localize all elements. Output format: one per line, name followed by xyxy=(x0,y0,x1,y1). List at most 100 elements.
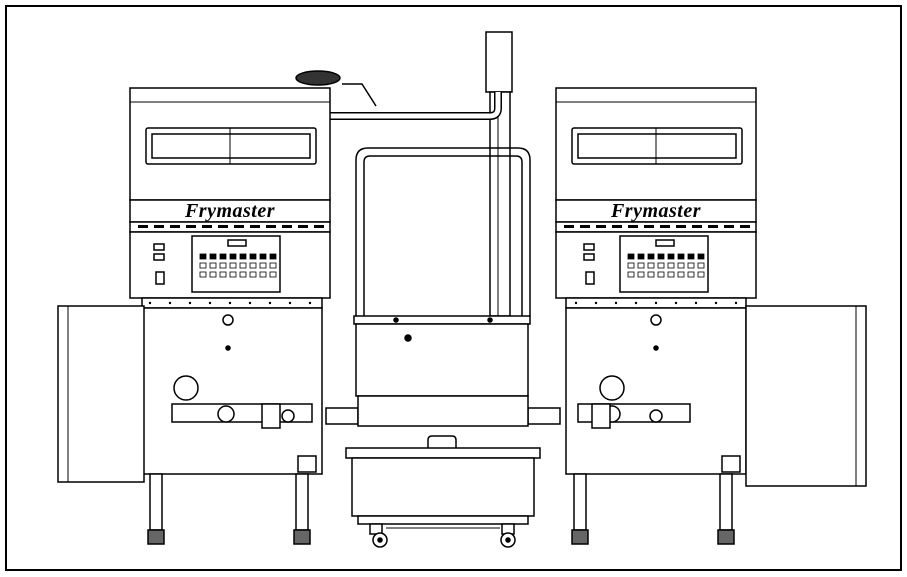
fryer-right-brand: Frymaster xyxy=(610,200,701,222)
fryer-left-key xyxy=(239,253,247,260)
fryer-right-key xyxy=(697,253,705,260)
fryer-right-gauge xyxy=(599,375,625,401)
fryer-right-screw xyxy=(674,301,678,305)
fryer-left-key xyxy=(269,253,277,260)
fryer-left-screw xyxy=(308,301,312,305)
fryer-left-box xyxy=(297,455,317,473)
fryer-left-vent-slot xyxy=(154,225,164,228)
fryer-left-switch-b xyxy=(153,253,165,261)
cart-body xyxy=(355,323,529,397)
fryer-right: Frymaster xyxy=(555,87,867,545)
filter-pan-handle xyxy=(427,435,457,448)
fryer-right-key xyxy=(687,262,695,269)
fryer-left-vent-slot xyxy=(186,225,196,228)
fryer-right-key xyxy=(657,262,665,269)
fryer-left-gauge xyxy=(173,375,199,401)
fryer-right-screw xyxy=(654,301,658,305)
fryer-left-vent-slot xyxy=(218,225,228,228)
fryer-left-vent-slot xyxy=(282,225,292,228)
fryer-right-switch-b xyxy=(583,253,595,261)
fryer-left-screw xyxy=(148,301,152,305)
fryer-right-vent-slot xyxy=(628,225,638,228)
fryer-right-vent-slot xyxy=(580,225,590,228)
fryer-right-screw xyxy=(734,301,738,305)
fryer-right-key xyxy=(667,253,675,260)
fryer-right-cabinet xyxy=(565,307,747,475)
fryer-left-leg xyxy=(149,473,163,531)
fryer-left-coupler xyxy=(281,409,295,423)
fryer-left-key xyxy=(229,253,237,260)
fryer-right-key xyxy=(657,271,665,278)
filter-pan-rim xyxy=(345,447,541,459)
cart-fastener xyxy=(404,334,412,342)
fryer-left-key xyxy=(199,271,207,278)
tower-top-box xyxy=(485,31,513,93)
fryer-right-leg xyxy=(719,473,733,531)
fryer-left-valve xyxy=(217,405,235,423)
fryer-left-screw xyxy=(268,301,272,305)
fryer-left-display xyxy=(227,239,247,247)
cart-arm-right xyxy=(527,407,561,425)
fryer-right-power-switch xyxy=(585,271,595,285)
fryer-left-key xyxy=(199,253,207,260)
fryer-left-vent-slot xyxy=(266,225,276,228)
fryer-left-key xyxy=(229,262,237,269)
fryer-left-key xyxy=(219,253,227,260)
fryer-left-key xyxy=(229,271,237,278)
fryer-right-port xyxy=(650,314,662,326)
fryer-left-switch-a xyxy=(153,243,165,251)
cart-screw xyxy=(393,317,399,323)
fryer-right-key xyxy=(647,262,655,269)
fryer-left-power-switch xyxy=(155,271,165,285)
fryer-right-key xyxy=(677,271,685,278)
fryer-right-display xyxy=(655,239,675,247)
fryer-left-key xyxy=(249,262,257,269)
fryer-right-key xyxy=(647,253,655,260)
fryer-left-port xyxy=(222,314,234,326)
fryer-right-key xyxy=(657,253,665,260)
fryer-left-basket-inner xyxy=(151,133,311,159)
fryer-left-key xyxy=(219,262,227,269)
filter-pan xyxy=(351,457,535,517)
cart-handle-outer xyxy=(355,147,531,316)
fryer-right-screw xyxy=(694,301,698,305)
fryer-right-switch-a xyxy=(583,243,595,251)
fryer-left-key xyxy=(259,253,267,260)
fryer-left: Frymaster xyxy=(57,70,377,545)
fryer-left-key xyxy=(269,262,277,269)
fryer-left-key xyxy=(269,271,277,278)
fryer-right-key xyxy=(637,271,645,278)
fryer-right-screw xyxy=(594,301,598,305)
fryer-right-key xyxy=(627,262,635,269)
fryer-left-screw xyxy=(248,301,252,305)
fryer-left-door xyxy=(57,305,145,483)
cart-handle-inner xyxy=(363,155,523,316)
fryer-right-vent-slot xyxy=(740,225,750,228)
fryer-right-foot xyxy=(717,529,735,545)
fryer-left-vent-slot xyxy=(202,225,212,228)
fryer-left-screw xyxy=(168,301,172,305)
fryer-left-vent-slot xyxy=(170,225,180,228)
fryer-left-screw xyxy=(228,301,232,305)
fryer-right-vent-slot xyxy=(708,225,718,228)
fryer-right-coupler xyxy=(649,409,663,423)
fryer-right-key xyxy=(687,253,695,260)
cart-base xyxy=(357,515,529,525)
fryer-right-key xyxy=(677,262,685,269)
cart-lid xyxy=(353,315,531,325)
fryer-right-vent-slot xyxy=(724,225,734,228)
fryer-left-cabinet xyxy=(141,307,323,475)
fryer-left-key xyxy=(249,253,257,260)
fryer-left-vent-slot xyxy=(250,225,260,228)
fryer-left-screw xyxy=(288,301,292,305)
brush-head xyxy=(295,70,341,86)
fryer-right-key xyxy=(697,262,705,269)
fryer-right-vent-slot xyxy=(644,225,654,228)
cart-screw xyxy=(487,317,493,323)
fryer-right-key xyxy=(627,253,635,260)
fryer-left-screw xyxy=(188,301,192,305)
fryer-right-key xyxy=(637,253,645,260)
fryer-right-pump xyxy=(591,403,611,429)
